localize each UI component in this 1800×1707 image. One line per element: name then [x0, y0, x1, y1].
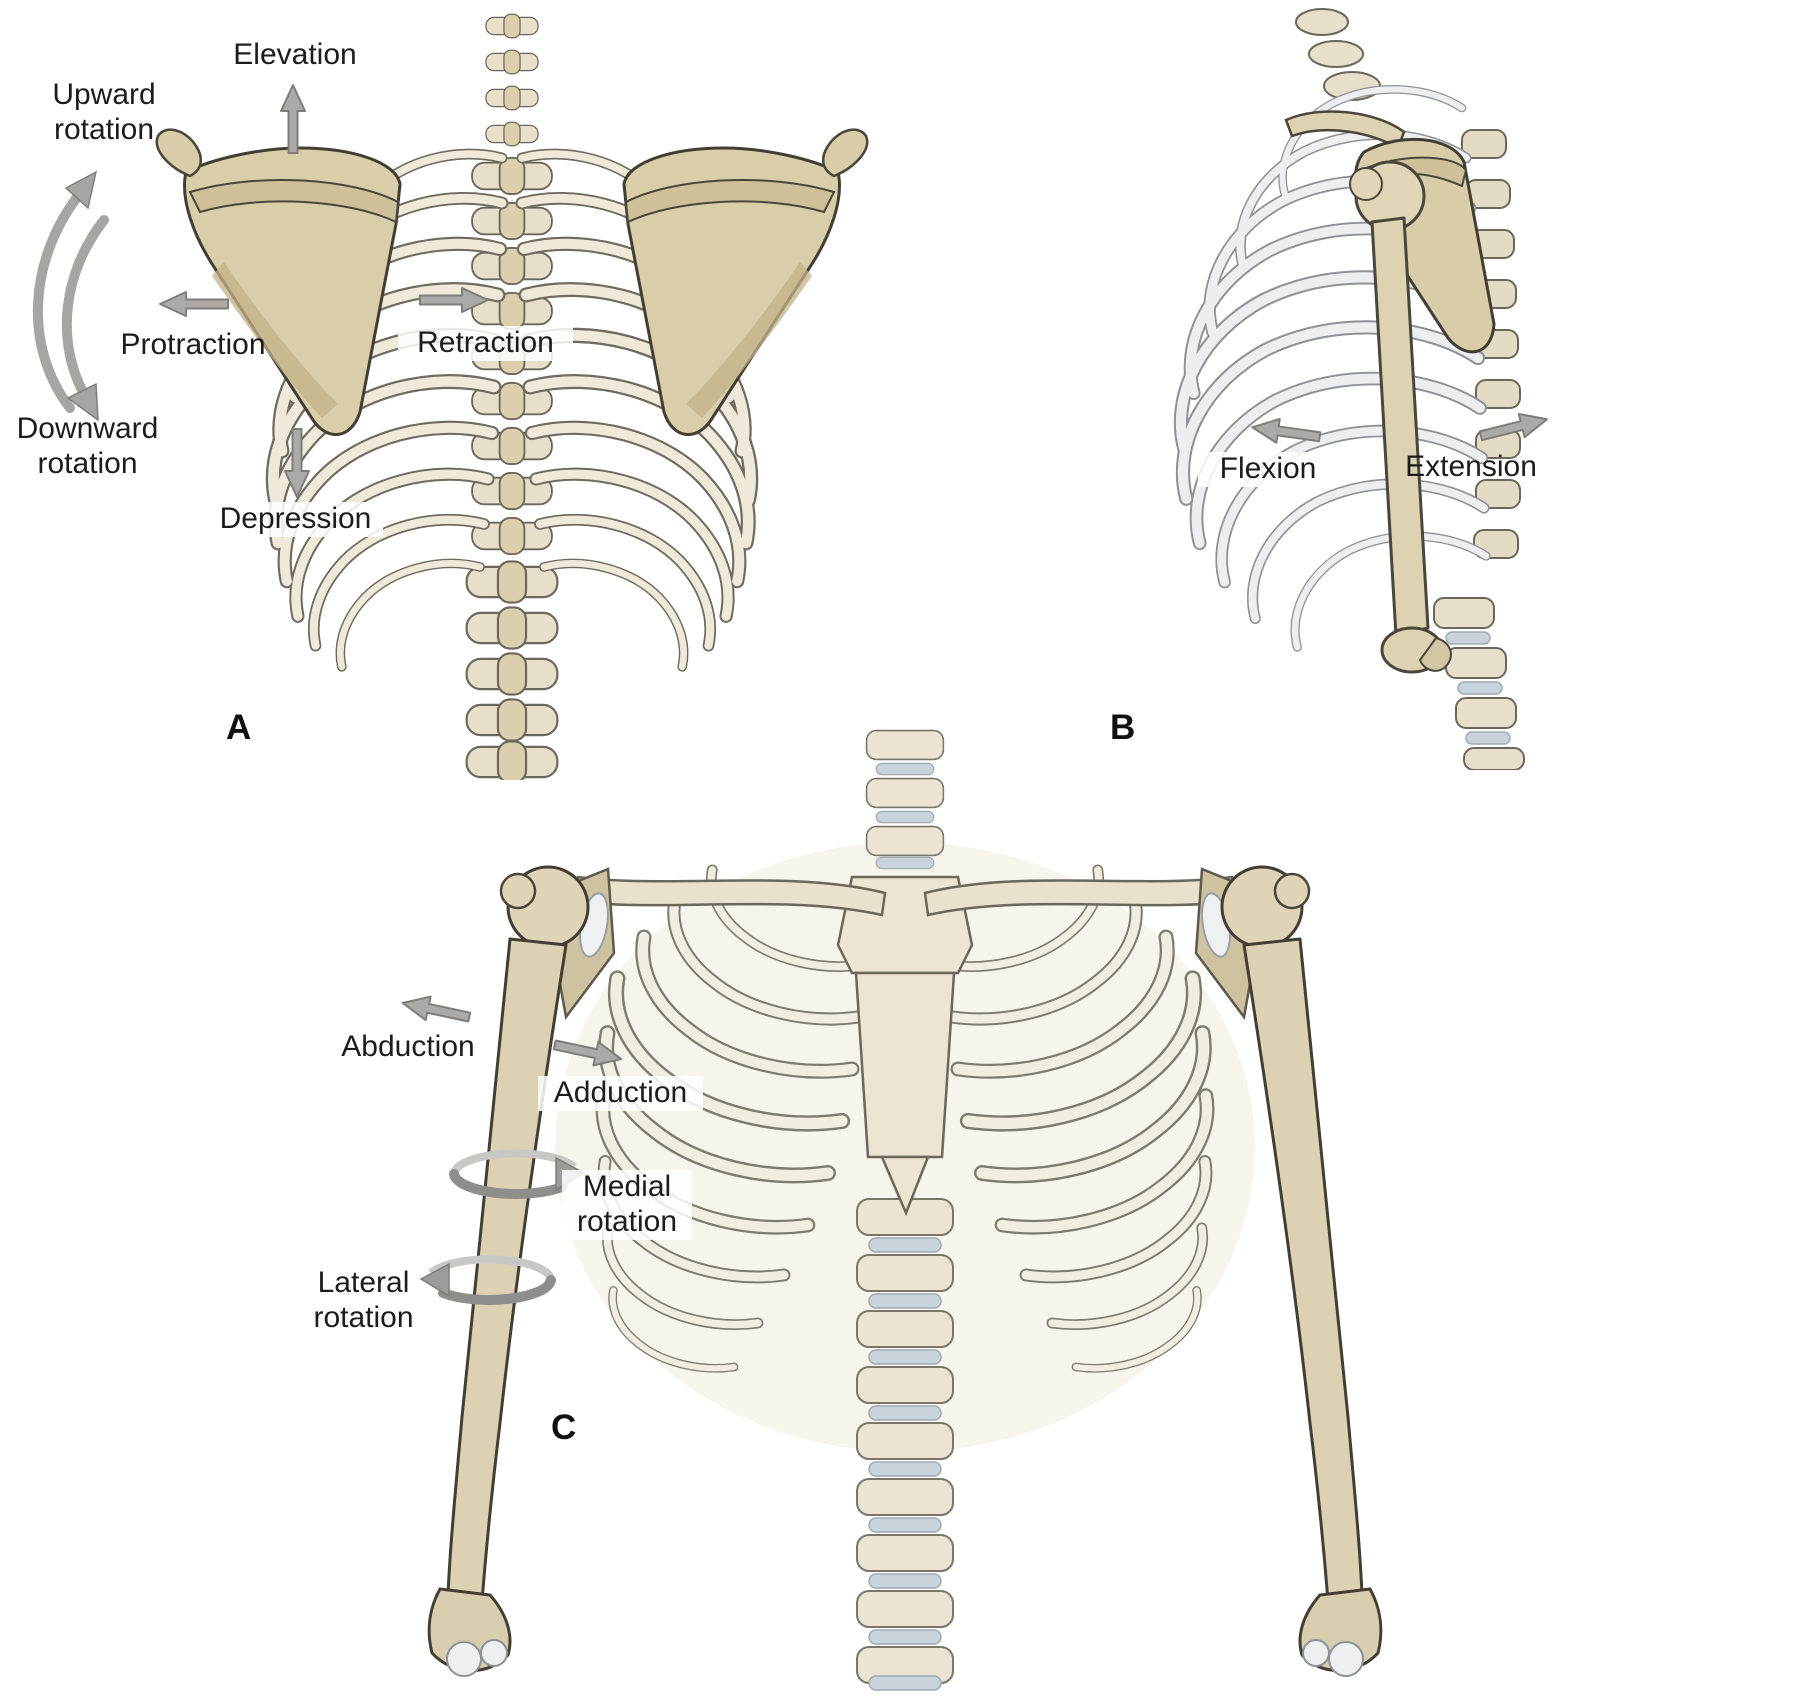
depression-arrow-icon: [284, 428, 310, 498]
panel-c-letter: C: [551, 1408, 577, 1447]
adduction-label: Adduction: [538, 1076, 703, 1111]
lateral-rotation-label: Lateral rotation: [313, 1266, 414, 1334]
protraction-label: Protraction: [120, 328, 266, 361]
abduction-label: Abduction: [341, 1030, 475, 1063]
upward-downward-rotation-arrows-icon: [33, 170, 109, 422]
upward-rotation-label: Upward rotation: [52, 78, 156, 146]
elevation-label: Elevation: [233, 38, 357, 71]
medial-rotation-label: Medial rotation: [562, 1170, 692, 1240]
panel-c-illustration: [427, 729, 1383, 1691]
flexion-label: Flexion: [1198, 452, 1338, 487]
extension-label: Extension: [1405, 450, 1537, 483]
panel-a-letter: A: [226, 708, 252, 747]
lateral-rotation-arrow-icon: [418, 1246, 573, 1318]
protraction-arrow-icon: [159, 291, 229, 317]
depression-label: Depression: [208, 502, 383, 537]
downward-rotation-label: Downward rotation: [16, 412, 159, 480]
retraction-label: Retraction: [398, 326, 573, 361]
elevation-arrow-icon: [280, 84, 306, 154]
panel-b-illustration: [1060, 8, 1525, 770]
retraction-arrow-icon: [419, 287, 489, 313]
panel-b-letter: B: [1110, 708, 1136, 747]
